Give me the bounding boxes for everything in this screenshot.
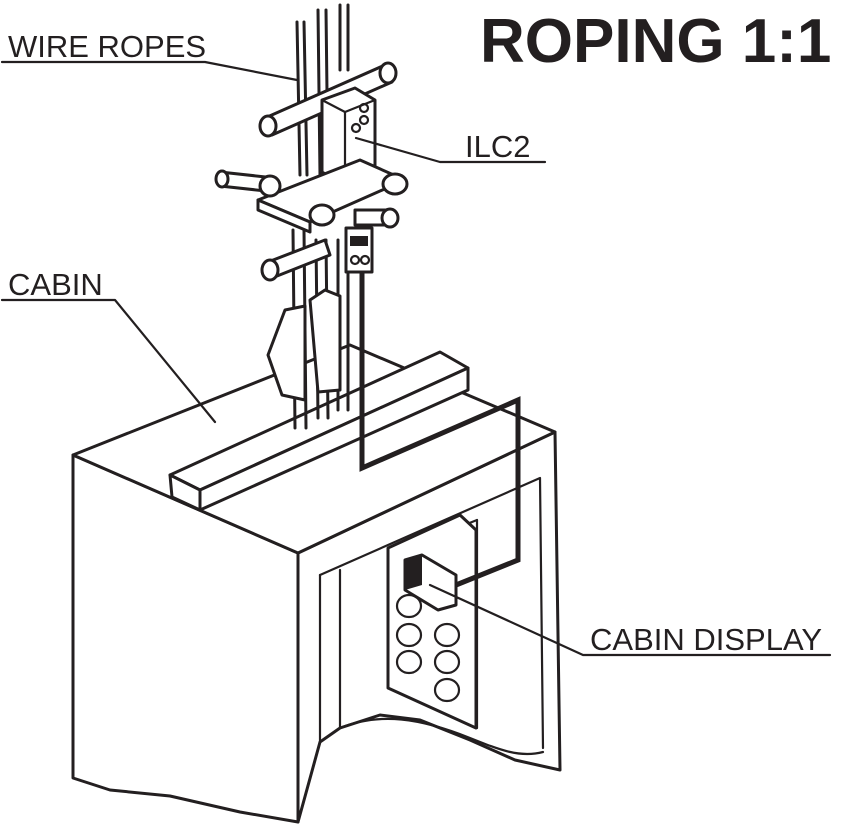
wire-ropes-label: WIRE ROPES <box>8 29 206 64</box>
ilc2-label: ILC2 <box>465 129 530 164</box>
roof-beam <box>168 350 470 512</box>
cabin-label: CABIN <box>8 267 103 302</box>
rope-hitch-assembly <box>214 3 409 430</box>
car-operating-panel <box>386 513 478 730</box>
cabin-display-label: CABIN DISPLAY <box>590 622 822 657</box>
diagram-title: ROPING 1:1 <box>480 7 831 76</box>
leader-lines <box>0 60 832 657</box>
signal-cable <box>359 262 521 588</box>
